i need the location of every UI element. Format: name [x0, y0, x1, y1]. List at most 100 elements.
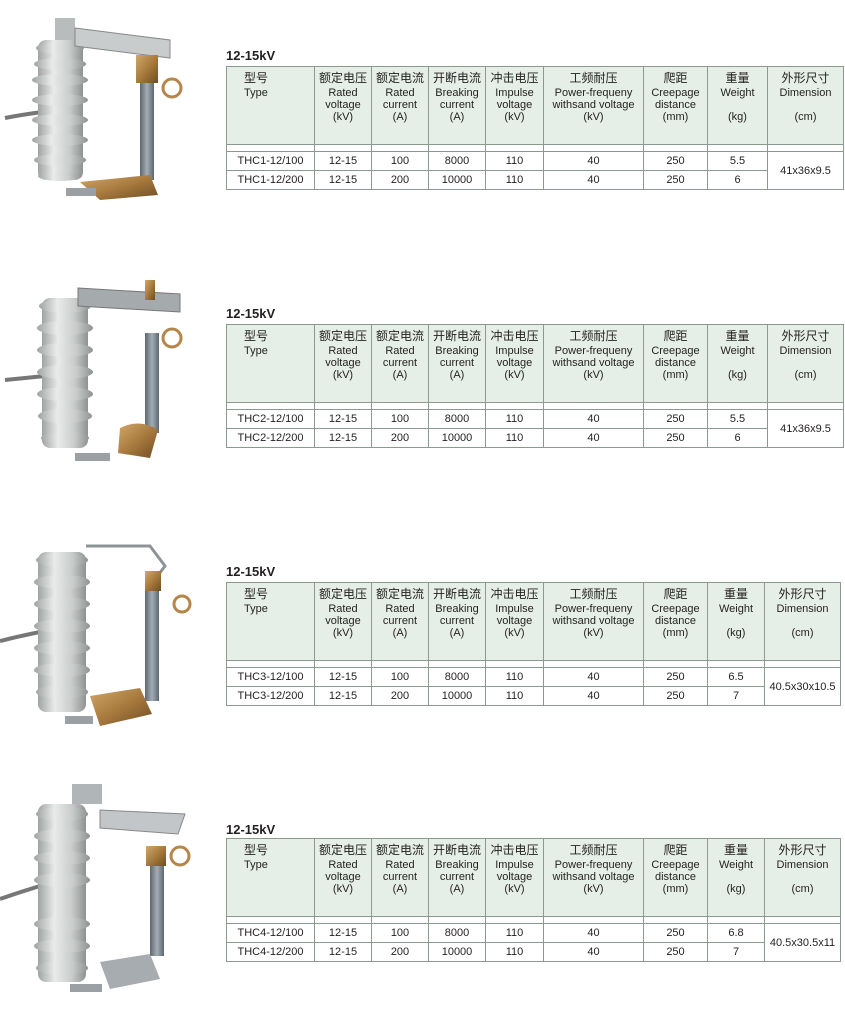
cell-rated-current: 200 — [371, 170, 429, 190]
cell-weight: 6 — [707, 428, 768, 448]
cell-breaking-current: 10000 — [428, 170, 486, 190]
cell-power-frequency: 40 — [543, 923, 644, 943]
cell-breaking-current: 10000 — [428, 942, 486, 962]
cell-type: THC1-12/200 — [226, 170, 315, 190]
table-row: THC2-12/100 12-15 100 8000 110 40 250 5.… — [226, 409, 844, 448]
cell-impulse-voltage: 110 — [485, 942, 544, 962]
cell-rated-current: 200 — [371, 942, 429, 962]
cell-creepage: 250 — [643, 151, 708, 171]
cell-type: THC4-12/200 — [226, 942, 315, 962]
fuse-cutout-image — [4, 280, 183, 461]
cell-dimension: 41x36x9.5 — [767, 409, 844, 448]
cell-rated-voltage: 12-15 — [314, 170, 372, 190]
cell-type: THC1-12/100 — [226, 151, 315, 171]
table-row: THC2-12/200 12-15 200 10000 110 40 250 6 — [226, 428, 844, 448]
cell-rated-voltage: 12-15 — [314, 667, 372, 687]
cell-type: THC2-12/200 — [226, 428, 315, 448]
cell-creepage: 250 — [643, 923, 708, 943]
cell-weight: 6.8 — [707, 923, 765, 943]
cell-weight: 5.5 — [707, 151, 768, 171]
cell-type: THC4-12/100 — [226, 923, 315, 943]
cell-impulse-voltage: 110 — [485, 686, 544, 706]
cell-weight: 7 — [707, 942, 765, 962]
cell-impulse-voltage: 110 — [485, 151, 544, 171]
voltage-class-title: 12-15kV — [226, 306, 276, 321]
voltage-class-title: 12-15kV — [226, 48, 276, 63]
cell-dimension: 41x36x9.5 — [767, 151, 844, 190]
cell-type: THC2-12/100 — [226, 409, 315, 429]
cell-rated-current: 100 — [371, 151, 429, 171]
cell-rated-current: 100 — [371, 409, 429, 429]
cell-power-frequency: 40 — [543, 170, 644, 190]
table-row: THC3-12/200 12-15 200 10000 110 40 250 7 — [226, 686, 841, 706]
cell-power-frequency: 40 — [543, 428, 644, 448]
cell-weight: 6.5 — [707, 667, 765, 687]
cell-breaking-current: 8000 — [428, 923, 486, 943]
cell-power-frequency: 40 — [543, 942, 644, 962]
cell-power-frequency: 40 — [543, 151, 644, 171]
cell-weight: 5.5 — [707, 409, 768, 429]
cell-rated-voltage: 12-15 — [314, 923, 372, 943]
cell-creepage: 250 — [643, 409, 708, 429]
cell-rated-voltage: 12-15 — [314, 686, 372, 706]
cell-impulse-voltage: 110 — [485, 667, 544, 687]
table-row: THC3-12/100 12-15 100 8000 110 40 250 6.… — [226, 667, 841, 706]
cell-creepage: 250 — [643, 428, 708, 448]
cell-impulse-voltage: 110 — [485, 409, 544, 429]
table-row: THC4-12/100 12-15 100 8000 110 40 250 6.… — [226, 923, 841, 962]
voltage-class-title: 12-15kV — [226, 564, 276, 579]
cell-dimension: 40.5x30.5x11 — [764, 923, 841, 962]
cell-creepage: 250 — [643, 942, 708, 962]
cell-rated-voltage: 12-15 — [314, 942, 372, 962]
cell-breaking-current: 8000 — [428, 409, 486, 429]
cell-breaking-current: 8000 — [428, 667, 486, 687]
cell-rated-current: 200 — [371, 428, 429, 448]
table-row: THC4-12/200 12-15 200 10000 110 40 250 7 — [226, 942, 841, 962]
cell-rated-voltage: 12-15 — [314, 151, 372, 171]
fuse-cutout-image — [0, 544, 192, 726]
cell-impulse-voltage: 110 — [485, 923, 544, 943]
cell-weight: 6 — [707, 170, 768, 190]
cell-rated-current: 100 — [371, 923, 429, 943]
cell-creepage: 250 — [643, 667, 708, 687]
cell-breaking-current: 10000 — [428, 686, 486, 706]
cell-power-frequency: 40 — [543, 409, 644, 429]
fuse-cutout-image — [0, 784, 191, 992]
